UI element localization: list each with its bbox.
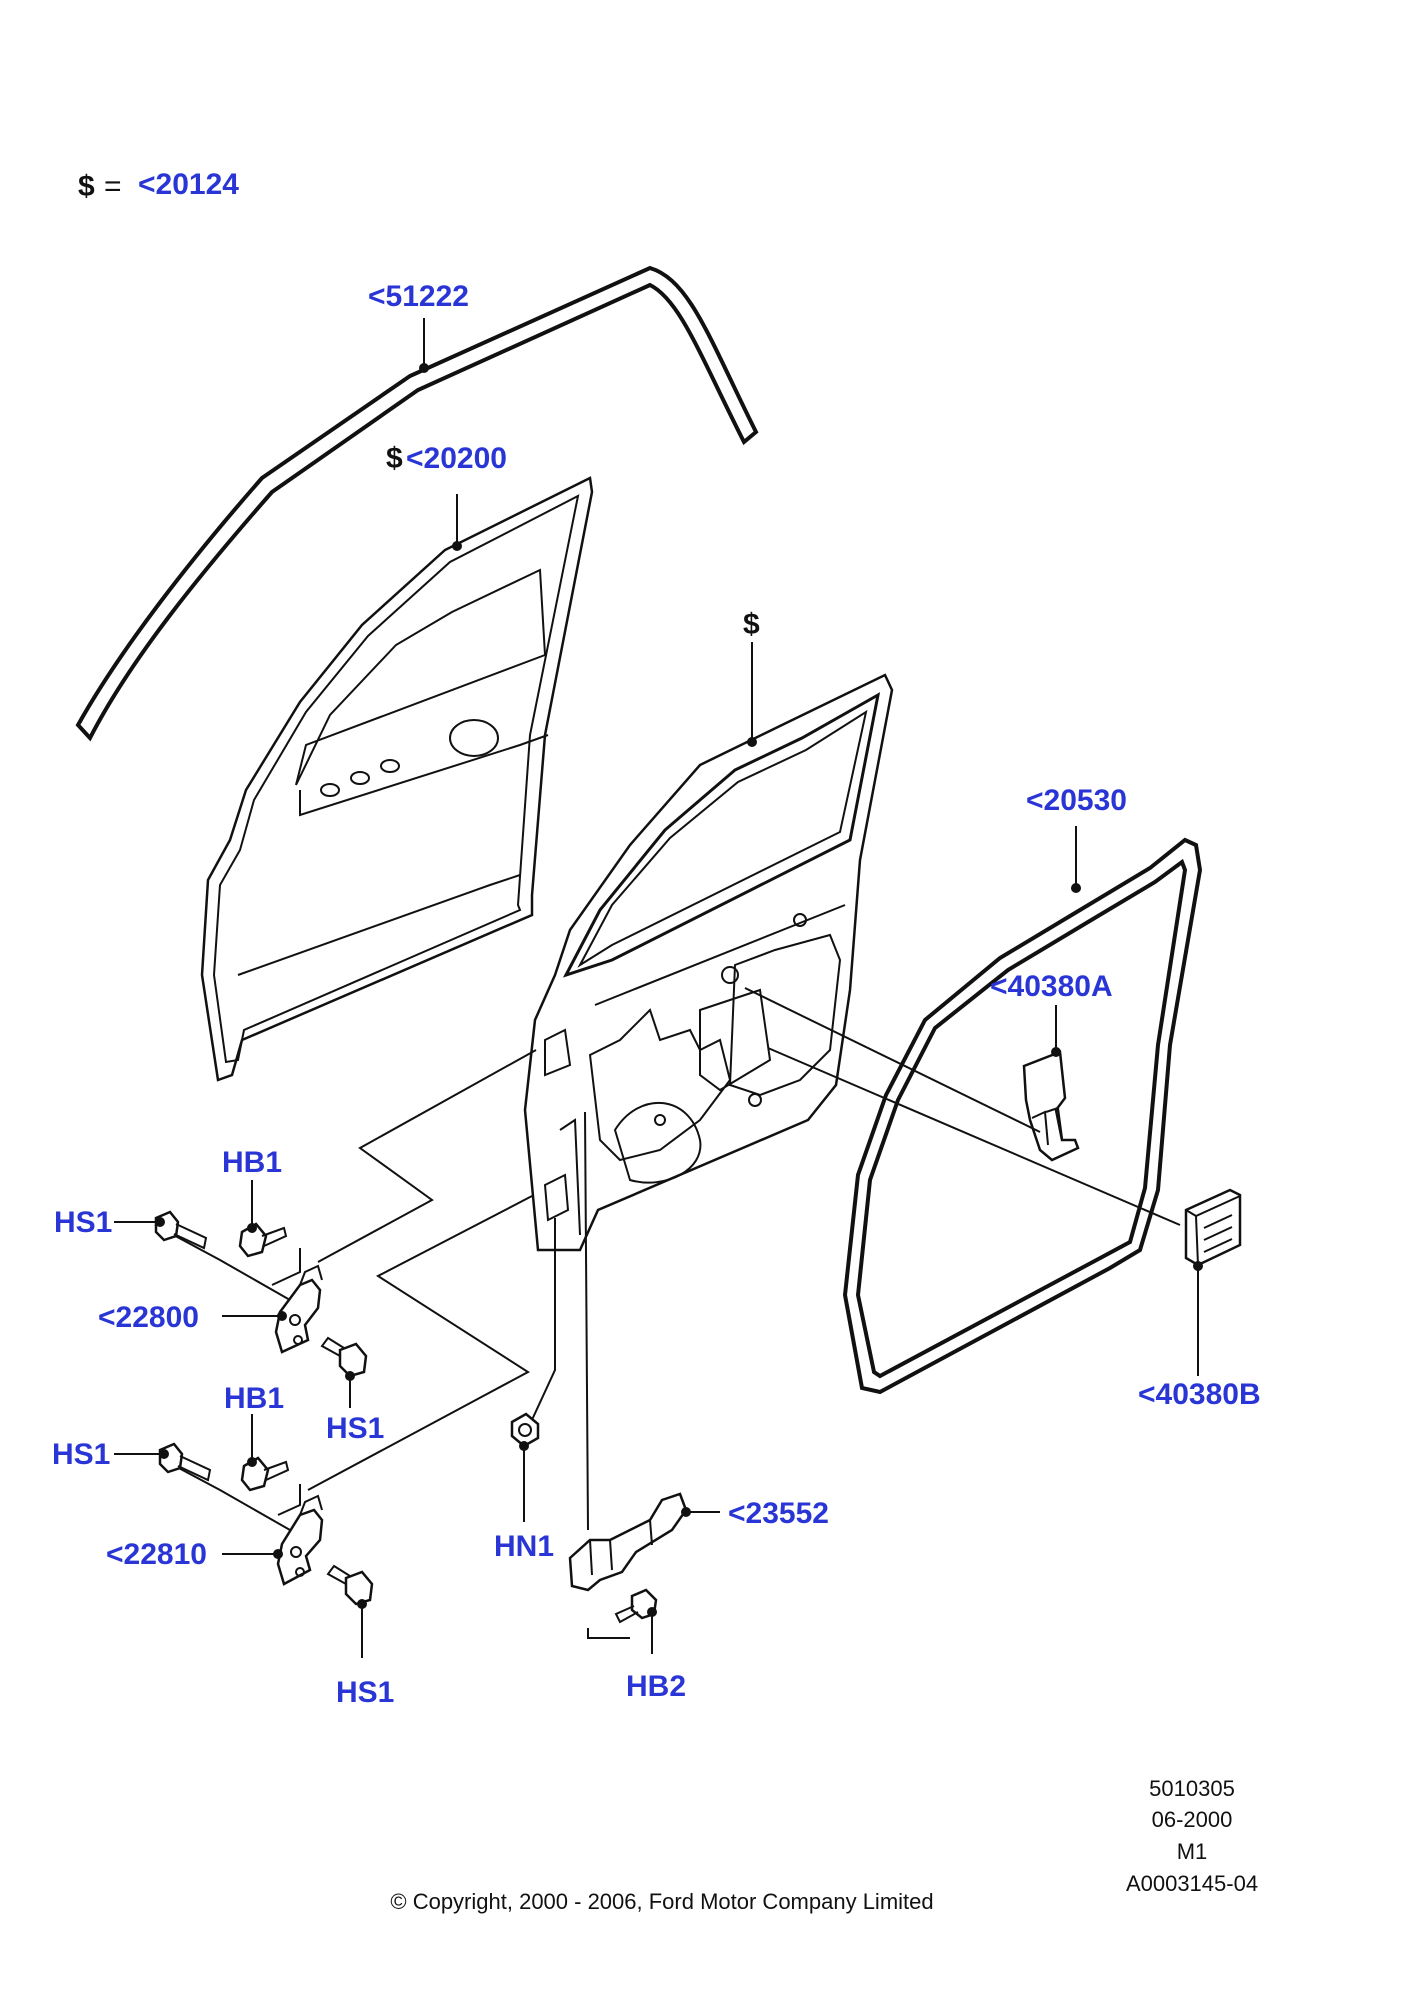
label-hb2[interactable]: HB2 xyxy=(626,1670,686,1703)
footer-code-4: A0003145-04 xyxy=(1126,1871,1258,1896)
label-hs1-upper-left[interactable]: HS1 xyxy=(54,1206,112,1239)
upper-hinge xyxy=(274,1264,323,1354)
leader-dot-hb2 xyxy=(647,1607,657,1617)
footer-code-1: 5010305 xyxy=(1149,1776,1235,1801)
leader-dot-hb1-upper xyxy=(247,1223,257,1233)
leader-dot-20200 xyxy=(452,541,462,551)
label-20200[interactable]: <20200 xyxy=(406,442,507,475)
leader-dot-22810 xyxy=(273,1549,283,1559)
door-outer-panel xyxy=(200,476,594,1082)
leader-dot-hs1-upper-right xyxy=(345,1371,355,1381)
label-hs1-lower-bottom[interactable]: HS1 xyxy=(336,1676,394,1709)
glass-run-weatherstrip xyxy=(75,265,759,742)
projection-lower-hinge xyxy=(307,1195,533,1491)
label-shell-marker: $ xyxy=(743,608,760,641)
label-hs1-lower-left[interactable]: HS1 xyxy=(52,1438,110,1471)
projection-upper-hinge xyxy=(317,1049,537,1263)
projection-bracket xyxy=(744,987,1041,1133)
legend-equals: = xyxy=(104,170,122,203)
door-weatherstrip xyxy=(842,837,1203,1395)
control-module xyxy=(1184,1188,1242,1267)
hinge-bolt-lower xyxy=(240,1456,290,1492)
hinge-bolt-upper xyxy=(238,1222,288,1258)
projection-upper-bolts xyxy=(271,1248,301,1286)
projection-lower-bolts xyxy=(277,1484,301,1516)
module-bracket xyxy=(1022,1050,1080,1162)
projection-nut xyxy=(524,1218,556,1436)
label-22810[interactable]: <22810 xyxy=(106,1538,207,1571)
hinge-screw-upper-left xyxy=(154,1210,208,1250)
leader-dot-40380A xyxy=(1051,1047,1061,1057)
leader-dot-40380B xyxy=(1193,1261,1203,1271)
projection-check-arm xyxy=(584,1111,589,1531)
label-hb1-upper[interactable]: HB1 xyxy=(222,1146,282,1179)
door-inner-shell xyxy=(523,673,894,1252)
label-23552[interactable]: <23552 xyxy=(728,1497,829,1530)
leader-dot-hs1-lower-left xyxy=(159,1449,169,1459)
label-51222[interactable]: <51222 xyxy=(368,280,469,313)
leader-dot-hb1-lower xyxy=(247,1457,257,1467)
leader-dot-23552 xyxy=(681,1507,691,1517)
projection-bolt xyxy=(587,1628,630,1639)
hinge-screw-upper-right xyxy=(320,1336,368,1378)
door-check-arm xyxy=(568,1492,688,1592)
leader-dot-hs1-upper-left xyxy=(155,1217,165,1227)
label-40380A[interactable]: <40380A xyxy=(990,970,1113,1003)
leader-dot-20530 xyxy=(1071,883,1081,893)
check-arm-bolt xyxy=(614,1588,658,1624)
label-22800[interactable]: <22800 xyxy=(98,1301,199,1334)
label-hn1[interactable]: HN1 xyxy=(494,1530,554,1563)
hinge-nut xyxy=(510,1412,540,1448)
legend-symbol: $ xyxy=(78,170,95,203)
leader-dot-hn1 xyxy=(519,1441,529,1451)
leader-dot-22800 xyxy=(277,1311,287,1321)
footer-copyright: © Copyright, 2000 - 2006, Ford Motor Com… xyxy=(390,1889,933,1914)
label-hb1-lower[interactable]: HB1 xyxy=(224,1382,284,1415)
leader-dot-shell xyxy=(747,737,757,747)
label-40380B[interactable]: <40380B xyxy=(1138,1378,1261,1411)
projection-module xyxy=(767,1047,1181,1226)
hinge-screw-lower-left xyxy=(158,1442,212,1482)
hinge-screw-lower-bottom xyxy=(326,1564,374,1606)
leader-dot-hs1-lower-bottom xyxy=(357,1599,367,1609)
lower-hinge xyxy=(276,1494,324,1586)
label-20530[interactable]: <20530 xyxy=(1026,784,1127,817)
footer-code-3: M1 xyxy=(1177,1839,1208,1864)
leader-dot-51222 xyxy=(419,363,429,373)
label-hs1-upper-right[interactable]: HS1 xyxy=(326,1412,384,1445)
label-20200-prefix: $ xyxy=(386,442,403,475)
legend-ref-link[interactable]: <20124 xyxy=(138,168,239,201)
footer-code-2: 06-2000 xyxy=(1152,1807,1233,1832)
